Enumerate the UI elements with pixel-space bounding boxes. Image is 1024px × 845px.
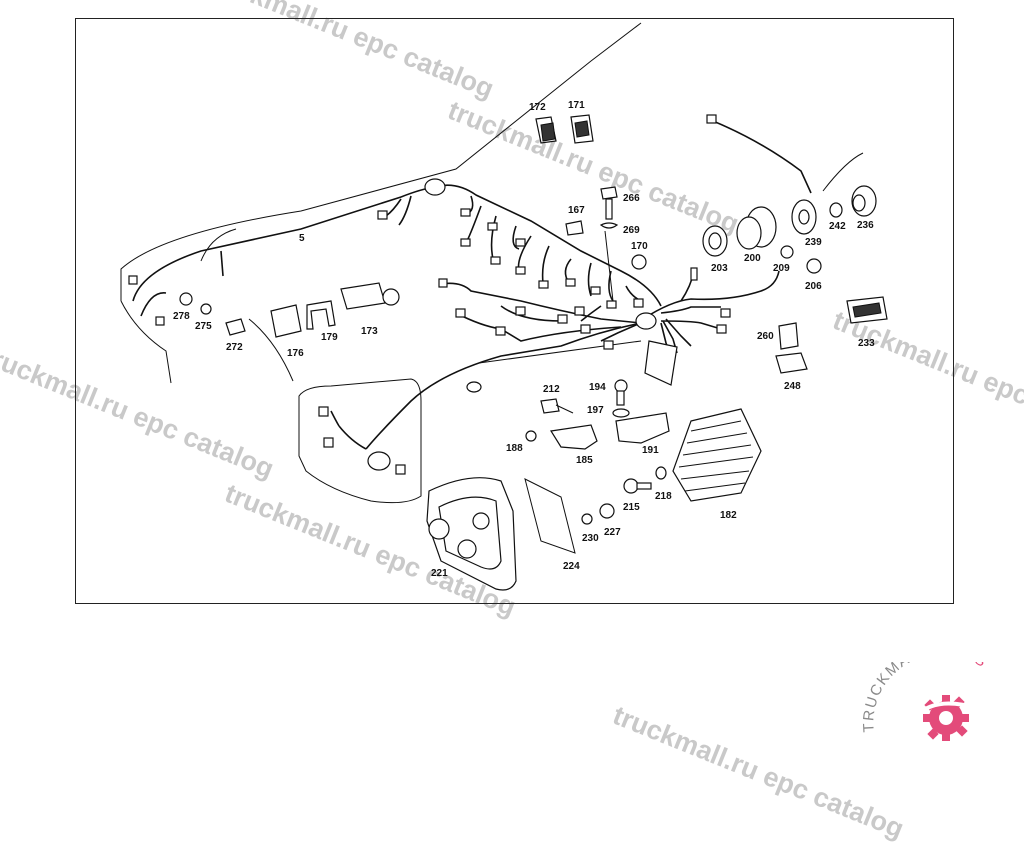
part-label: 176 <box>287 348 304 359</box>
parts-diagram-frame: 172 171 266 167 269 170 5 203 200 239 24… <box>75 18 954 604</box>
part-label: 242 <box>829 221 846 232</box>
part-label: 203 <box>711 263 728 274</box>
part-label: 215 <box>623 502 640 513</box>
part-label: 167 <box>568 205 585 216</box>
part-label: 5 <box>299 233 305 244</box>
part-label: 206 <box>805 281 822 292</box>
part-label: 194 <box>589 382 606 393</box>
part-label: 248 <box>784 381 801 392</box>
part-label: 236 <box>857 220 874 231</box>
part-label: 173 <box>361 326 378 337</box>
part-label: 227 <box>604 527 621 538</box>
part-label: 269 <box>623 225 640 236</box>
part-label: 278 <box>173 311 190 322</box>
part-label: 185 <box>576 455 593 466</box>
part-label: 197 <box>587 405 604 416</box>
part-label: 212 <box>543 384 560 395</box>
part-label: 171 <box>568 100 585 111</box>
part-label: 230 <box>582 533 599 544</box>
part-label: 191 <box>642 445 659 456</box>
part-label: 200 <box>744 253 761 264</box>
part-label: 272 <box>226 342 243 353</box>
part-label: 239 <box>805 237 822 248</box>
part-label: 218 <box>655 491 672 502</box>
part-label: 182 <box>720 510 737 521</box>
part-label: 275 <box>195 321 212 332</box>
part-label: 179 <box>321 332 338 343</box>
part-label: 188 <box>506 443 523 454</box>
wiring-harness-diagram: 172 171 266 167 269 170 5 203 200 239 24… <box>120 22 888 591</box>
part-label: 172 <box>529 102 546 113</box>
part-label: 170 <box>631 241 648 252</box>
gear-icon <box>914 695 977 741</box>
part-label: 266 <box>623 193 640 204</box>
part-label: 260 <box>757 331 774 342</box>
brand-arc-text: TRUCKMALLPARTS <box>860 662 990 733</box>
truckmall-parts-logo: TRUCKMALLPARTS <box>860 662 990 741</box>
part-label: 224 <box>563 561 580 572</box>
part-label: 209 <box>773 263 790 274</box>
part-label: 221 <box>431 568 448 579</box>
part-label: 233 <box>858 338 875 349</box>
